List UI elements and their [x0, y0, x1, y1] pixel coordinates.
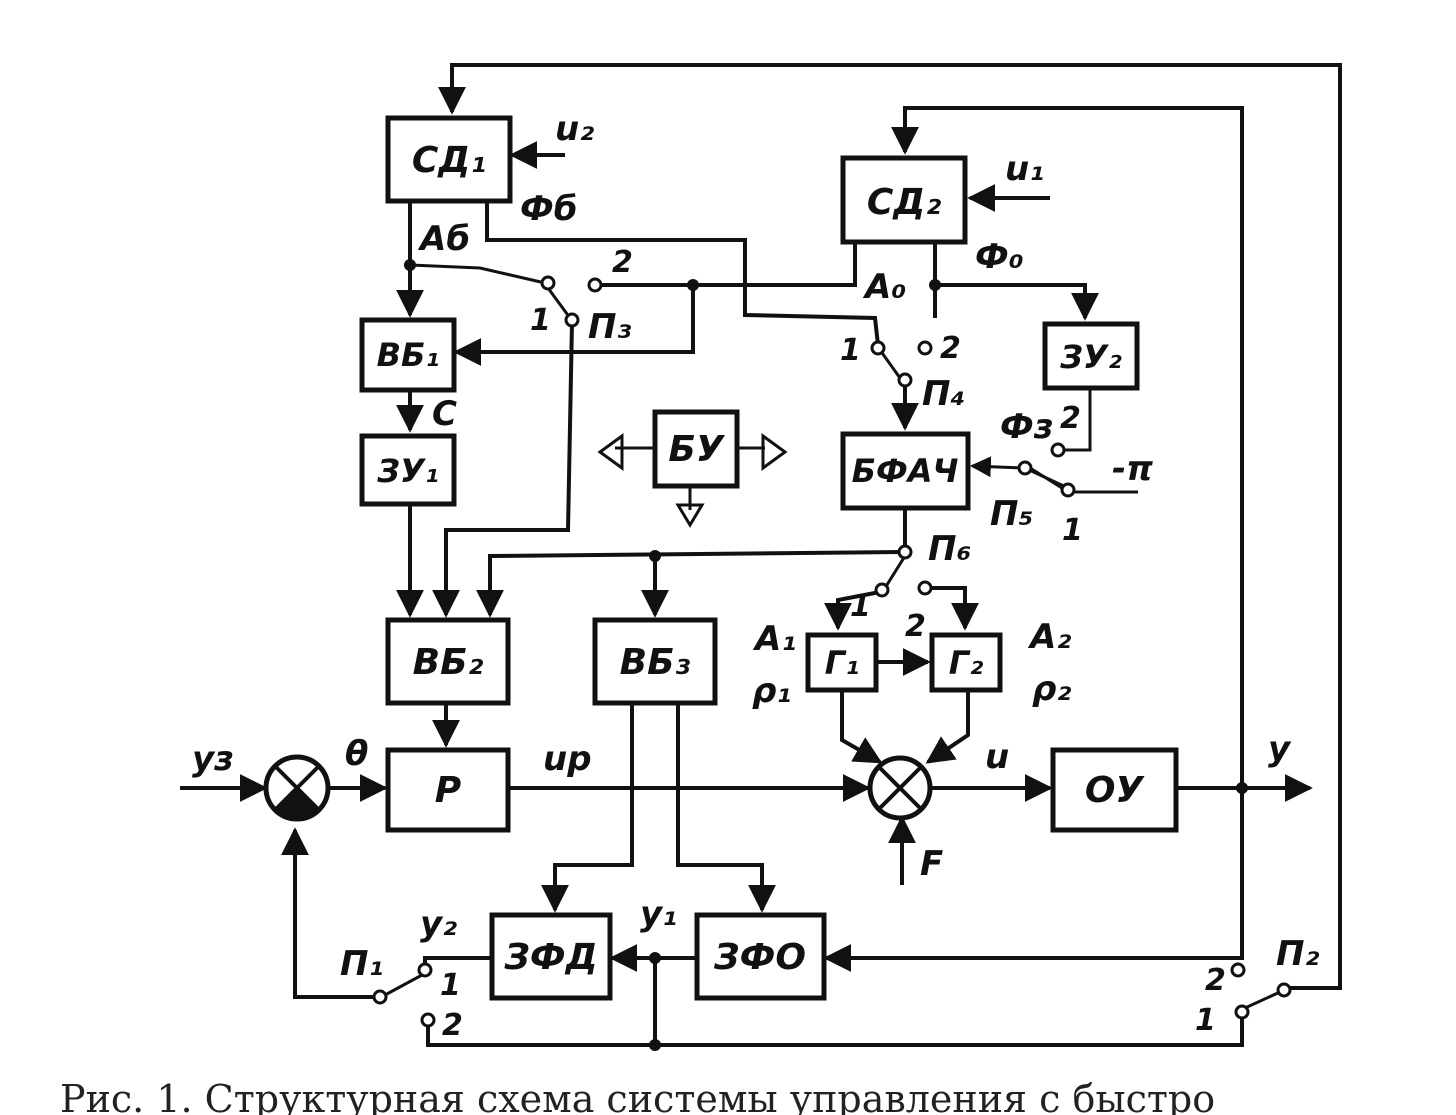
- svg-text:ВБ₂: ВБ₂: [413, 642, 484, 683]
- label-a-b: Аб: [417, 219, 470, 259]
- svg-text:2: 2: [940, 331, 961, 366]
- block-bu: БУ: [652, 409, 740, 489]
- label-y: y: [1268, 729, 1292, 769]
- block-ou: ОУ: [1050, 747, 1179, 833]
- svg-text:2: 2: [1060, 401, 1081, 436]
- svg-text:ЗУ₁: ЗУ₁: [376, 452, 438, 490]
- svg-text:1: 1: [1195, 1003, 1216, 1038]
- block-zu2: ЗУ₂: [1042, 321, 1140, 391]
- svg-text:ЗФО: ЗФО: [713, 937, 806, 978]
- label-up: uр: [543, 739, 592, 779]
- switch-labels: П₃ П₄ П₅ П₆ П₁ П₂: [340, 307, 1319, 984]
- contact-numbers: 1 2 1 2 2 1 1 2 1 2 2 1: [440, 245, 1226, 1043]
- summing-junction: [867, 755, 933, 821]
- block-zfd: ЗФД: [489, 912, 613, 1001]
- label-y2: y₂: [420, 904, 457, 944]
- block-p: Р: [385, 747, 511, 833]
- figure-caption: Рис. 1. Структурная схема системы управл…: [60, 1077, 1215, 1115]
- junction-dots: [404, 259, 1248, 1051]
- svg-text:БУ: БУ: [668, 429, 725, 470]
- block-g1: Г₁: [805, 632, 879, 693]
- block-vb3: ВБ₃: [592, 617, 718, 706]
- block-vb2: ВБ₂: [385, 617, 511, 706]
- label-a-0: А₀: [862, 267, 906, 307]
- svg-text:1: 1: [530, 303, 551, 338]
- svg-text:ОУ: ОУ: [1085, 770, 1146, 811]
- label-switch-p1: П₁: [340, 944, 383, 984]
- label-switch-p2: П₂: [1276, 934, 1319, 974]
- block-sd1: СД₁: [385, 115, 513, 204]
- label-u1: u₁: [1005, 149, 1044, 189]
- label-y1: y₁: [640, 894, 677, 934]
- svg-text:2: 2: [905, 609, 926, 644]
- svg-text:2: 2: [1205, 963, 1226, 998]
- svg-text:Р: Р: [435, 770, 461, 811]
- label-minus-pi: -π: [1112, 449, 1153, 489]
- label-a2: А₂: [1027, 617, 1071, 657]
- label-switch-p3: П₃: [588, 307, 631, 347]
- svg-text:БФАЧ: БФАЧ: [852, 452, 959, 490]
- block-vb1: ВБ₁: [359, 317, 457, 393]
- block-bfach: БФАЧ: [840, 431, 971, 511]
- label-phi-0: Ф₀: [975, 237, 1024, 277]
- block-g2: Г₂: [929, 632, 1003, 693]
- svg-text:1: 1: [850, 589, 871, 624]
- svg-text:Г₂: Г₂: [949, 644, 983, 682]
- label-switch-p6: П₆: [928, 529, 971, 569]
- svg-text:ЗФД: ЗФД: [503, 937, 597, 978]
- connection-wires: [180, 63, 1342, 1047]
- label-switch-p4: П₄: [922, 374, 965, 414]
- label-u: u: [985, 737, 1009, 777]
- label-c: С: [432, 394, 457, 434]
- svg-text:СД₂: СД₂: [867, 182, 941, 223]
- svg-text:СД₁: СД₁: [412, 140, 486, 181]
- label-switch-p5: П₅: [990, 494, 1033, 534]
- svg-text:ЗУ₂: ЗУ₂: [1059, 338, 1121, 376]
- label-f: F: [920, 844, 943, 884]
- svg-text:2: 2: [442, 1008, 463, 1043]
- label-rho1: ρ₁: [752, 671, 791, 711]
- signal-labels: u₂ u₁ Фб Аб Ф₀ А₀ С Фз -π А₁ ρ₁ А₂ ρ₂ yз…: [192, 109, 1292, 944]
- label-theta: θ: [345, 734, 368, 774]
- label-yz: yз: [192, 739, 234, 779]
- label-rho2: ρ₂: [1032, 669, 1071, 709]
- label-phi-z: Фз: [1000, 407, 1053, 447]
- svg-text:ВБ₃: ВБ₃: [620, 642, 691, 683]
- label-phi-b: Фб: [520, 189, 577, 229]
- svg-text:1: 1: [840, 333, 861, 368]
- block-zu1: ЗУ₁: [359, 433, 457, 507]
- comparator-element: [263, 754, 331, 822]
- block-zfo: ЗФО: [694, 912, 827, 1001]
- switch-contacts: [372, 275, 1292, 1028]
- svg-text:1: 1: [440, 968, 461, 1003]
- label-u2: u₂: [555, 109, 594, 149]
- svg-text:Г₁: Г₁: [825, 644, 859, 682]
- svg-text:ВБ₁: ВБ₁: [377, 336, 440, 374]
- label-a1: А₁: [752, 619, 796, 659]
- svg-text:2: 2: [612, 245, 633, 280]
- block-sd2: СД₂: [840, 155, 968, 245]
- svg-text:1: 1: [1062, 513, 1083, 548]
